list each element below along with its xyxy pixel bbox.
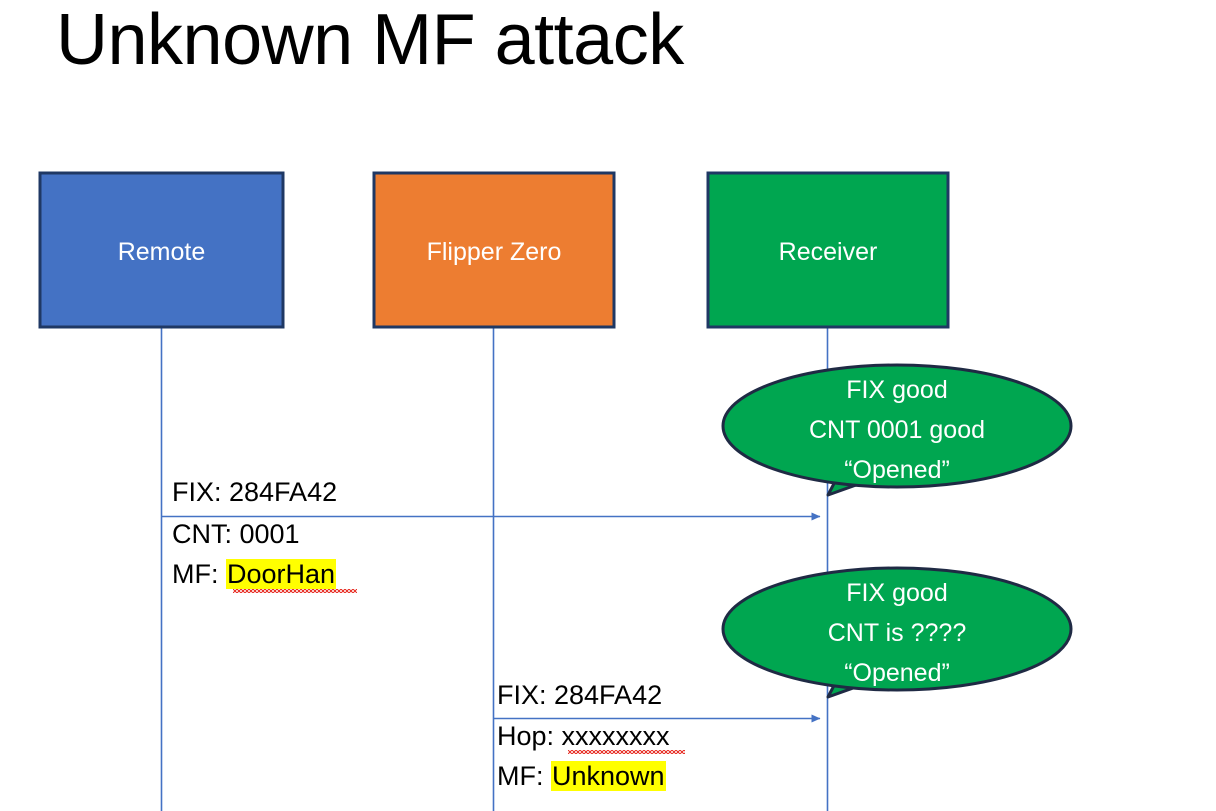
bubble-first-text: FIX good CNT 0001 good “Opened” [723,370,1071,490]
message-first-mf: MF: DoorHan [172,559,337,589]
message-second-hop-value: xxxxxxxx [561,721,670,751]
message-second-mf-value: Unknown [551,761,666,791]
speech-bubble-second[interactable] [721,566,1073,699]
page-title: Unknown MF attack [56,0,684,80]
bubble-second-line-1: FIX good [846,579,948,607]
message-second-hop-prefix: Hop: [497,721,562,751]
actor-box-flipper-zero[interactable] [372,171,616,329]
message-first-fix: FIX: 284FA42 [172,477,338,507]
bubble-first-line-2: CNT 0001 good [808,416,986,444]
bubble-first-line-1: FIX good [846,376,948,404]
message-first-cnt: CNT: 0001 [172,519,300,549]
speech-bubble-first[interactable] [721,363,1073,497]
actor-label-remote: Remote [117,238,206,266]
message-second-fix: FIX: 284FA42 [497,680,663,710]
bubble-second-line-3: “Opened” [844,659,950,687]
bubble-second-line-2: CNT is ???? [827,619,967,647]
bubble-body-first [721,363,1073,489]
bubble-body-second [721,566,1073,692]
actor-box-receiver[interactable] [706,171,950,329]
message-first-mf-value: DoorHan [226,559,337,589]
message-second-mf-prefix: MF: [497,761,551,791]
bubble-second-text: FIX good CNT is ???? “Opened” [723,573,1071,693]
actor-label-receiver: Receiver [778,238,878,266]
bubble-first-line-3: “Opened” [844,456,950,484]
spellcheck-underline-hop [568,750,685,754]
message-second-mf: MF: Unknown [497,761,666,791]
message-first-mf-prefix: MF: [172,559,226,589]
message-second-hop: Hop: xxxxxxxx [497,723,670,750]
actor-label-flipper-zero: Flipper Zero [426,238,562,266]
spellcheck-underline-doorhan [233,589,357,593]
actor-box-remote[interactable] [38,171,285,329]
